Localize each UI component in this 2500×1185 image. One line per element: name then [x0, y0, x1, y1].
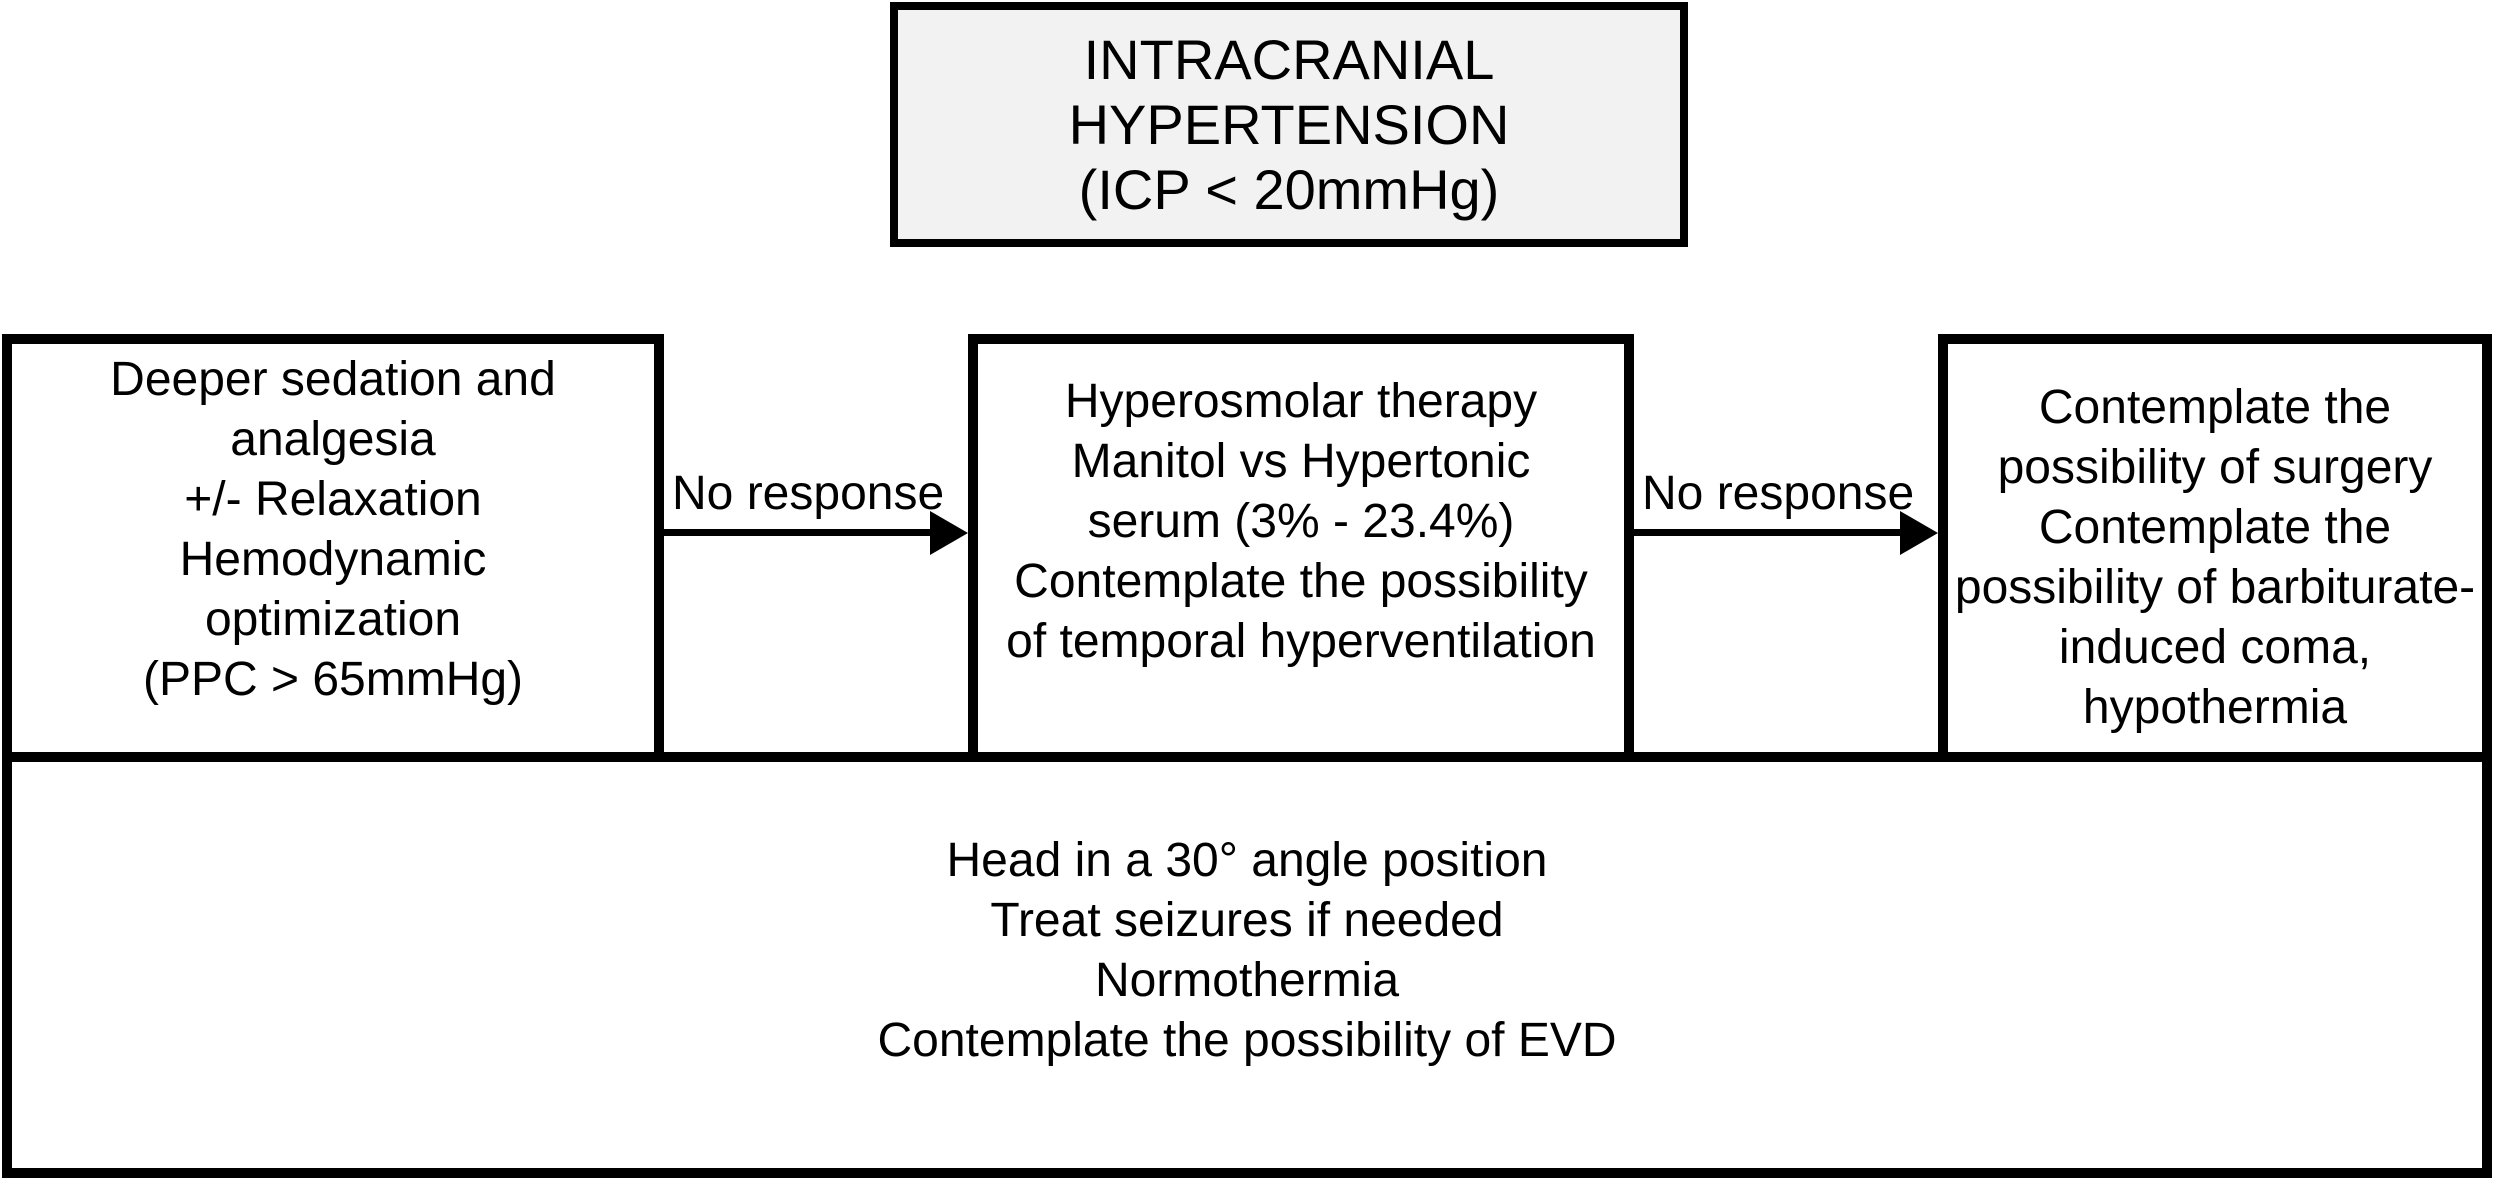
base-box-line: Treat seizures if needed	[990, 894, 1504, 947]
title-line: HYPERTENSION	[1068, 93, 1510, 156]
step-box-line: analgesia	[230, 413, 436, 466]
arrow-right-icon	[930, 511, 968, 555]
step-box-line: +/- Relaxation	[184, 473, 482, 526]
step-box-line: Manitol vs Hypertonic	[1071, 435, 1531, 488]
arrow-shaft	[1634, 529, 1908, 536]
step-box-line: Hyperosmolar therapy	[1064, 375, 1538, 428]
base-box-line: Head in a 30° angle position	[946, 834, 1548, 887]
no-response-arrow-1: No response	[664, 466, 968, 586]
step-box-surgery-barbiturate: Contemplate the possibility of surgery C…	[1938, 334, 2492, 762]
step-box-line: Hemodynamic	[179, 533, 487, 586]
title-line: INTRACRANIAL	[1083, 28, 1495, 91]
step-box-line: Deeper sedation and	[110, 353, 556, 406]
step-box-sedation: Deeper sedation and analgesia +/- Relaxa…	[2, 334, 664, 762]
title-line: (ICP < 20mmHg)	[1078, 158, 1500, 221]
step-box-line: hypothermia	[2082, 681, 2348, 734]
no-response-label: No response	[672, 467, 945, 520]
step-box-line: induced coma,	[2058, 621, 2372, 674]
step-box-line: possibility of barbiturate-	[1954, 561, 2476, 614]
step-box-hyperosmolar-therapy: Hyperosmolar therapy Manitol vs Hyperton…	[968, 334, 1634, 762]
step-box-line: Contemplate the possibility	[1014, 555, 1588, 608]
arrow-shaft	[664, 529, 938, 536]
step-box-line: possibility of surgery	[1997, 441, 2433, 494]
step-box-line: serum (3% - 23.4%)	[1087, 495, 1515, 548]
step-box-line: Contemplate the	[2038, 381, 2392, 434]
step-box-line: optimization	[204, 593, 462, 646]
no-response-label: No response	[1642, 467, 1915, 520]
step-box-line: (PPC > 65mmHg)	[142, 653, 524, 706]
base-box-line: Contemplate the possibility of EVD	[877, 1014, 1617, 1067]
no-response-arrow-2: No response	[1634, 466, 1938, 586]
step-box-line: of temporal hyperventilation	[1006, 615, 1596, 668]
arrow-right-icon	[1900, 511, 1938, 555]
base-box-line: Normothermia	[1094, 954, 1400, 1007]
title-box-intracranial-hypertension: INTRACRANIAL HYPERTENSION (ICP < 20mmHg)	[890, 2, 1688, 247]
base-measures-box: Head in a 30° angle position Treat seizu…	[2, 752, 2492, 1178]
step-box-line: Contemplate the	[2038, 501, 2392, 554]
